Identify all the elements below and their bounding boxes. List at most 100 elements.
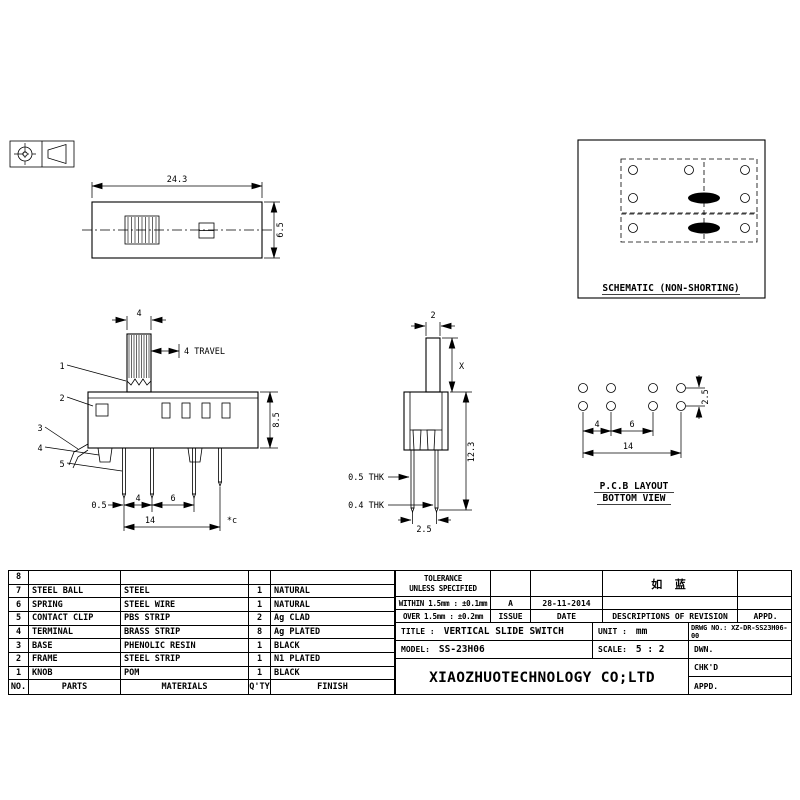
parts-cell: 8 — [9, 571, 29, 585]
dim-pitch-b: 6 — [170, 494, 175, 504]
dim-travel: 4 TRAVEL — [184, 347, 225, 357]
parts-cell: BASE — [29, 639, 121, 653]
parts-cell: FRAME — [29, 653, 121, 667]
parts-cell: BRASS STRIP — [121, 625, 249, 640]
dim-body-height: 8.5 — [272, 412, 282, 427]
parts-cell — [121, 571, 249, 585]
slider-contact-icon — [688, 222, 720, 234]
parts-cell: N1 PLATED — [271, 653, 394, 667]
pcb-title-line2: BOTTOM VIEW — [603, 493, 666, 504]
company-name: XIAOZHUOTECHNOLOGY CO;LTD — [396, 659, 689, 694]
parts-cell: CONTACT CLIP — [29, 612, 121, 626]
dim-top-width: 24.3 — [167, 175, 187, 185]
slider-contact-icon — [688, 192, 720, 204]
title-value: VERTICAL SLIDE SWITCH — [443, 626, 564, 637]
parts-cell: 2 — [9, 653, 29, 667]
parts-cell: KNOB — [29, 666, 121, 681]
parts-cell: STEEL — [121, 584, 249, 599]
parts-cell: 3 — [9, 639, 29, 653]
dim-thk-a: 0.5 THK — [348, 473, 385, 483]
revision-desc-label: DESCRIPTIONS OF REVISION — [603, 610, 738, 623]
parts-cell — [249, 571, 271, 585]
parts-cell: 1 — [9, 666, 29, 681]
revision-issue-label: ISSUE — [491, 610, 531, 623]
parts-cell: STEEL BALL — [29, 584, 121, 599]
dim-side-travel: X — [459, 362, 465, 372]
parts-header-cell: NO. — [9, 680, 29, 694]
pcb-layout: 2.5 4 6 14 P.C.B LAYOUT BOTTOM VIEW — [578, 375, 711, 505]
title-row: TITLE : VERTICAL SLIDE SWITCH — [396, 623, 593, 641]
parts-cell: 4 — [9, 625, 29, 640]
unit-row: UNIT : mm — [593, 623, 689, 641]
parts-cell — [29, 571, 121, 585]
dim-overall: 14 — [145, 516, 155, 526]
balloon-frame: 2 — [59, 394, 64, 404]
parts-cell: Ag CLAD — [271, 612, 394, 626]
balloon-terminal: 4 — [37, 444, 42, 454]
schematic-title: SCHEMATIC (NON-SHORTING) — [602, 283, 739, 294]
revision-cell-empty — [738, 571, 791, 597]
front-view: 4 4 TRAVEL 1 2 3 4 5 8.5 0.5 4 6 14 * — [37, 309, 282, 531]
balloon-contact: 5 — [59, 460, 64, 470]
parts-header-cell: MATERIALS — [121, 680, 249, 694]
drawing-number: DRWG NO.: XZ-DR-SS23H06-00 — [689, 623, 791, 641]
parts-header-cell: Q'TY — [249, 680, 271, 694]
parts-cell: Ag PLATED — [271, 626, 394, 640]
parts-cell: 1 — [249, 639, 271, 653]
parts-cell: NATURAL — [271, 598, 394, 612]
model-row: MODEL: SS-23H06 — [396, 641, 593, 659]
appd-label: APPD. — [694, 682, 719, 691]
tolerance-line1: TOLERANCE — [424, 574, 462, 584]
dim-knob-width: 4 — [136, 309, 141, 319]
top-view: 24.3 6.5 — [82, 175, 286, 259]
parts-cell: STEEL WIRE — [121, 598, 249, 612]
parts-cell: PHENOLIC RESIN — [121, 639, 249, 653]
balloon-base: 3 — [37, 424, 42, 434]
title-label: TITLE : — [401, 627, 435, 636]
dim-thk-b: 0.4 THK — [348, 501, 385, 511]
parts-cell: PBS STRIP — [121, 612, 249, 626]
parts-cell: 1 — [249, 666, 271, 681]
revision-appd-label: APPD. — [738, 610, 791, 623]
dim-side-pitch: 2.5 — [416, 525, 431, 535]
parts-cell: BLACK — [271, 667, 394, 681]
parts-cell: SPRING — [29, 598, 121, 612]
revision-date-label: DATE — [531, 610, 603, 623]
revision-date-value: 28-11-2014 — [531, 597, 603, 610]
revision-appd-value — [738, 597, 791, 610]
revision-issue-value: A — [491, 597, 531, 610]
model-label: MODEL: — [401, 645, 430, 654]
unit-value: mm — [635, 626, 648, 637]
projection-angle-icon — [9, 140, 75, 168]
tolerance-line2: UNLESS SPECIFIED — [409, 583, 477, 593]
parts-cell: 8 — [249, 625, 271, 640]
chkd-label: CHK'D — [689, 659, 791, 677]
parts-cell: 7 — [9, 584, 29, 599]
tolerance-within: WITHIN 1.5mm : ±0.1mm — [396, 597, 491, 610]
parts-cell: 5 — [9, 612, 29, 626]
parts-table: 8 7 STEEL BALL STEEL 1 NATURAL 6 SPRING … — [8, 570, 395, 695]
scale-label: SCALE: — [598, 645, 627, 654]
dim-pcb-overall: 14 — [623, 442, 633, 452]
unit-label: UNIT : — [598, 627, 627, 636]
pcb-title-line1: P.C.B LAYOUT — [600, 481, 669, 492]
revision-reviser: 如 蓝 — [603, 571, 738, 597]
tolerance-header: TOLERANCE UNLESS SPECIFIED — [396, 571, 491, 597]
side-view: 2 X 12.3 0.5 THK 0.4 THK 2.5 — [348, 311, 477, 535]
dim-side-knob: 2 — [430, 311, 435, 321]
parts-cell: 6 — [9, 598, 29, 612]
dim-pin-offset: 0.5 — [91, 501, 106, 511]
revision-cell-empty — [531, 571, 603, 597]
title-block: TOLERANCE UNLESS SPECIFIED WITHIN 1.5mm … — [395, 570, 792, 695]
schematic: SCHEMATIC (NON-SHORTING) — [577, 139, 766, 299]
dim-pcb-pitch-b: 6 — [629, 420, 634, 430]
parts-header-cell: PARTS — [29, 680, 121, 694]
note-c: *c — [227, 516, 237, 526]
revision-cell-empty — [491, 571, 531, 597]
parts-cell: POM — [121, 666, 249, 681]
scale-row: SCALE: 5 : 2 — [593, 641, 689, 659]
balloon-knob: 1 — [59, 362, 64, 372]
scale-value: 5 : 2 — [635, 644, 665, 655]
revision-desc-value — [603, 597, 738, 610]
